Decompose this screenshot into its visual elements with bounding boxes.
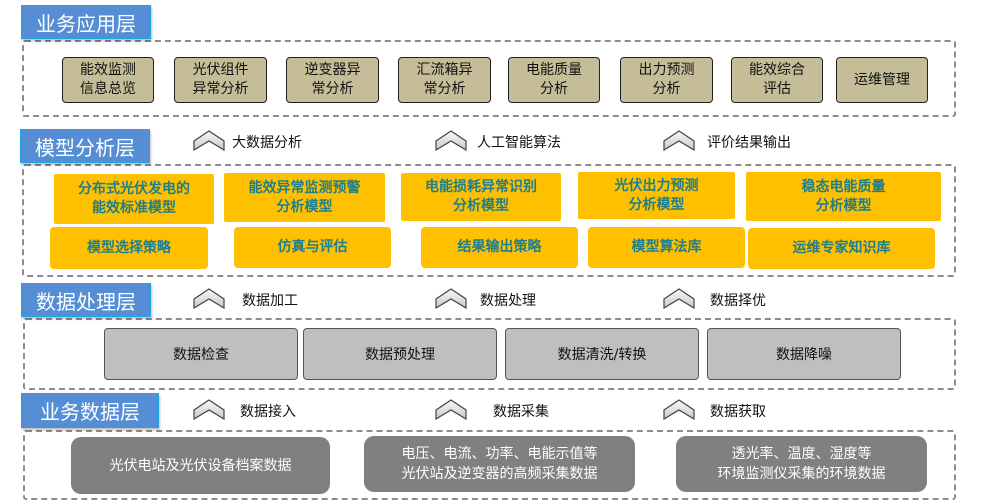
flow-label: 人工智能算法 xyxy=(477,132,561,152)
model-box: 电能损耗异常识别分析模型 xyxy=(401,173,561,221)
flow-label: 数据获取 xyxy=(710,401,766,421)
tool-label: 模型算法库 xyxy=(631,239,702,255)
model-box: 光伏出力预测分析模型 xyxy=(578,172,735,219)
line-1: 光伏出力预测 xyxy=(614,177,699,194)
data-layer-container xyxy=(23,430,956,500)
line-2: 环境监测仪采集的环境数据 xyxy=(717,466,886,482)
chevron-up-icon xyxy=(663,287,695,310)
app-box: 能效监测信息总览 xyxy=(62,57,154,103)
data-source-box: 光伏电站及光伏设备档案数据 xyxy=(71,437,330,494)
flow-label: 数据加工 xyxy=(242,290,298,310)
application-layer-container xyxy=(22,40,956,117)
processing-box: 数据检查 xyxy=(104,328,298,380)
flow-text: 数据接入 xyxy=(240,404,296,420)
flow-text: 数据采集 xyxy=(493,404,549,420)
flow-label: 数据采集 xyxy=(493,401,549,421)
app-box: 能效综合评估 xyxy=(731,57,823,103)
flow-text: 数据加工 xyxy=(242,293,298,309)
app-box: 光伏组件异常分析 xyxy=(174,57,267,103)
line-1: 电能损耗异常识别 xyxy=(425,179,537,195)
model-box: 能效异常监测预警分析模型 xyxy=(224,173,385,222)
line-1: 能效监测 xyxy=(80,62,136,78)
line-2: 异常分析 xyxy=(192,81,249,97)
line-2: 能效标准模型 xyxy=(92,200,176,216)
tool-label: 模型选择策略 xyxy=(87,239,171,256)
flow-label: 数据择优 xyxy=(710,290,766,310)
line-1: 出力预测 xyxy=(638,62,695,78)
line-1: 能效综合 xyxy=(749,62,805,78)
tool-label: 运维专家知识库 xyxy=(792,240,891,256)
flow-text: 大数据分析 xyxy=(232,135,302,151)
model-tool-box: 模型选择策略 xyxy=(50,227,208,269)
line-2: 分析模型 xyxy=(815,197,872,214)
line-1: 运维管理 xyxy=(854,71,910,88)
chevron-up-icon xyxy=(663,129,695,152)
line-1: 电压、电流、功率、电能示值等 xyxy=(401,446,598,462)
processing-layer-label: 数据处理层 xyxy=(21,283,151,317)
line-2: 分析 xyxy=(652,81,681,97)
line-1: 光伏组件 xyxy=(192,62,249,78)
app-box: 运维管理 xyxy=(836,57,928,103)
line-2: 分析模型 xyxy=(628,196,685,213)
processing-box: 数据清洗/转换 xyxy=(505,328,699,380)
processing-box: 数据预处理 xyxy=(303,328,497,380)
processing-layer-container xyxy=(23,318,956,390)
data-layer-label: 业务数据层 xyxy=(21,393,159,428)
flow-text: 评价结果输出 xyxy=(707,135,791,151)
processing-label: 数据检查 xyxy=(173,347,229,363)
flow-label: 数据处理 xyxy=(480,290,536,310)
flow-label: 数据接入 xyxy=(240,401,296,421)
model-layer-label: 模型分析层 xyxy=(20,129,150,163)
flow-label: 大数据分析 xyxy=(232,132,302,152)
flow-text: 数据择优 xyxy=(710,293,766,309)
line-1: 逆变器异 xyxy=(304,62,361,78)
model-tool-box: 运维专家知识库 xyxy=(748,228,935,269)
chevron-up-icon xyxy=(193,129,225,152)
model-tool-box: 结果输出策略 xyxy=(421,227,578,268)
application-layer-label: 业务应用层 xyxy=(21,5,151,39)
chevron-up-icon xyxy=(663,398,695,421)
line-1: 汇流箱异 xyxy=(416,62,473,78)
model-box: 稳态电能质量分析模型 xyxy=(746,172,941,221)
line-2: 常分析 xyxy=(311,81,354,97)
processing-box: 数据降噪 xyxy=(707,328,901,380)
app-box: 电能质量分析 xyxy=(508,57,600,103)
flow-text: 数据获取 xyxy=(710,404,766,420)
model-box: 分布式光伏发电的能效标准模型 xyxy=(54,174,214,224)
line-2: 评估 xyxy=(763,81,791,97)
line-1: 分布式光伏发电的 xyxy=(78,181,190,197)
chevron-up-icon xyxy=(435,129,467,152)
line-2: 分析 xyxy=(540,81,568,97)
data-source-box: 透光率、温度、湿度等环境监测仪采集的环境数据 xyxy=(676,436,927,492)
line-1: 光伏电站及光伏设备档案数据 xyxy=(109,457,292,474)
app-box: 逆变器异常分析 xyxy=(286,57,379,103)
chevron-up-icon xyxy=(435,287,467,310)
app-box: 汇流箱异常分析 xyxy=(398,57,491,103)
tool-label: 结果输出策略 xyxy=(457,239,542,255)
app-box: 出力预测分析 xyxy=(620,57,713,103)
model-tool-box: 仿真与评估 xyxy=(234,227,391,268)
flow-label: 评价结果输出 xyxy=(707,132,791,152)
model-tool-box: 模型算法库 xyxy=(588,227,745,268)
line-1: 电能质量 xyxy=(526,62,582,78)
flow-text: 数据处理 xyxy=(480,293,536,309)
line-2: 常分析 xyxy=(423,81,466,97)
chevron-up-icon xyxy=(193,287,225,310)
chevron-up-icon xyxy=(435,398,467,421)
line-2: 光伏站及逆变器的高频采集数据 xyxy=(401,466,598,482)
line-1: 能效异常监测预警 xyxy=(248,179,361,196)
processing-label: 数据降噪 xyxy=(776,347,832,363)
chevron-up-icon xyxy=(193,398,225,421)
data-source-box: 电压、电流、功率、电能示值等光伏站及逆变器的高频采集数据 xyxy=(364,436,635,492)
line-2: 分析模型 xyxy=(276,198,333,215)
model-layer-container xyxy=(22,164,956,277)
line-2: 信息总览 xyxy=(80,81,136,97)
processing-label: 数据预处理 xyxy=(365,347,435,363)
tool-label: 仿真与评估 xyxy=(277,239,348,255)
line-2: 分析模型 xyxy=(453,198,509,214)
line-1: 透光率、温度、湿度等 xyxy=(731,446,872,462)
processing-label: 数据清洗/转换 xyxy=(557,347,647,363)
flow-text: 人工智能算法 xyxy=(477,135,561,151)
line-1: 稳态电能质量 xyxy=(801,178,886,195)
